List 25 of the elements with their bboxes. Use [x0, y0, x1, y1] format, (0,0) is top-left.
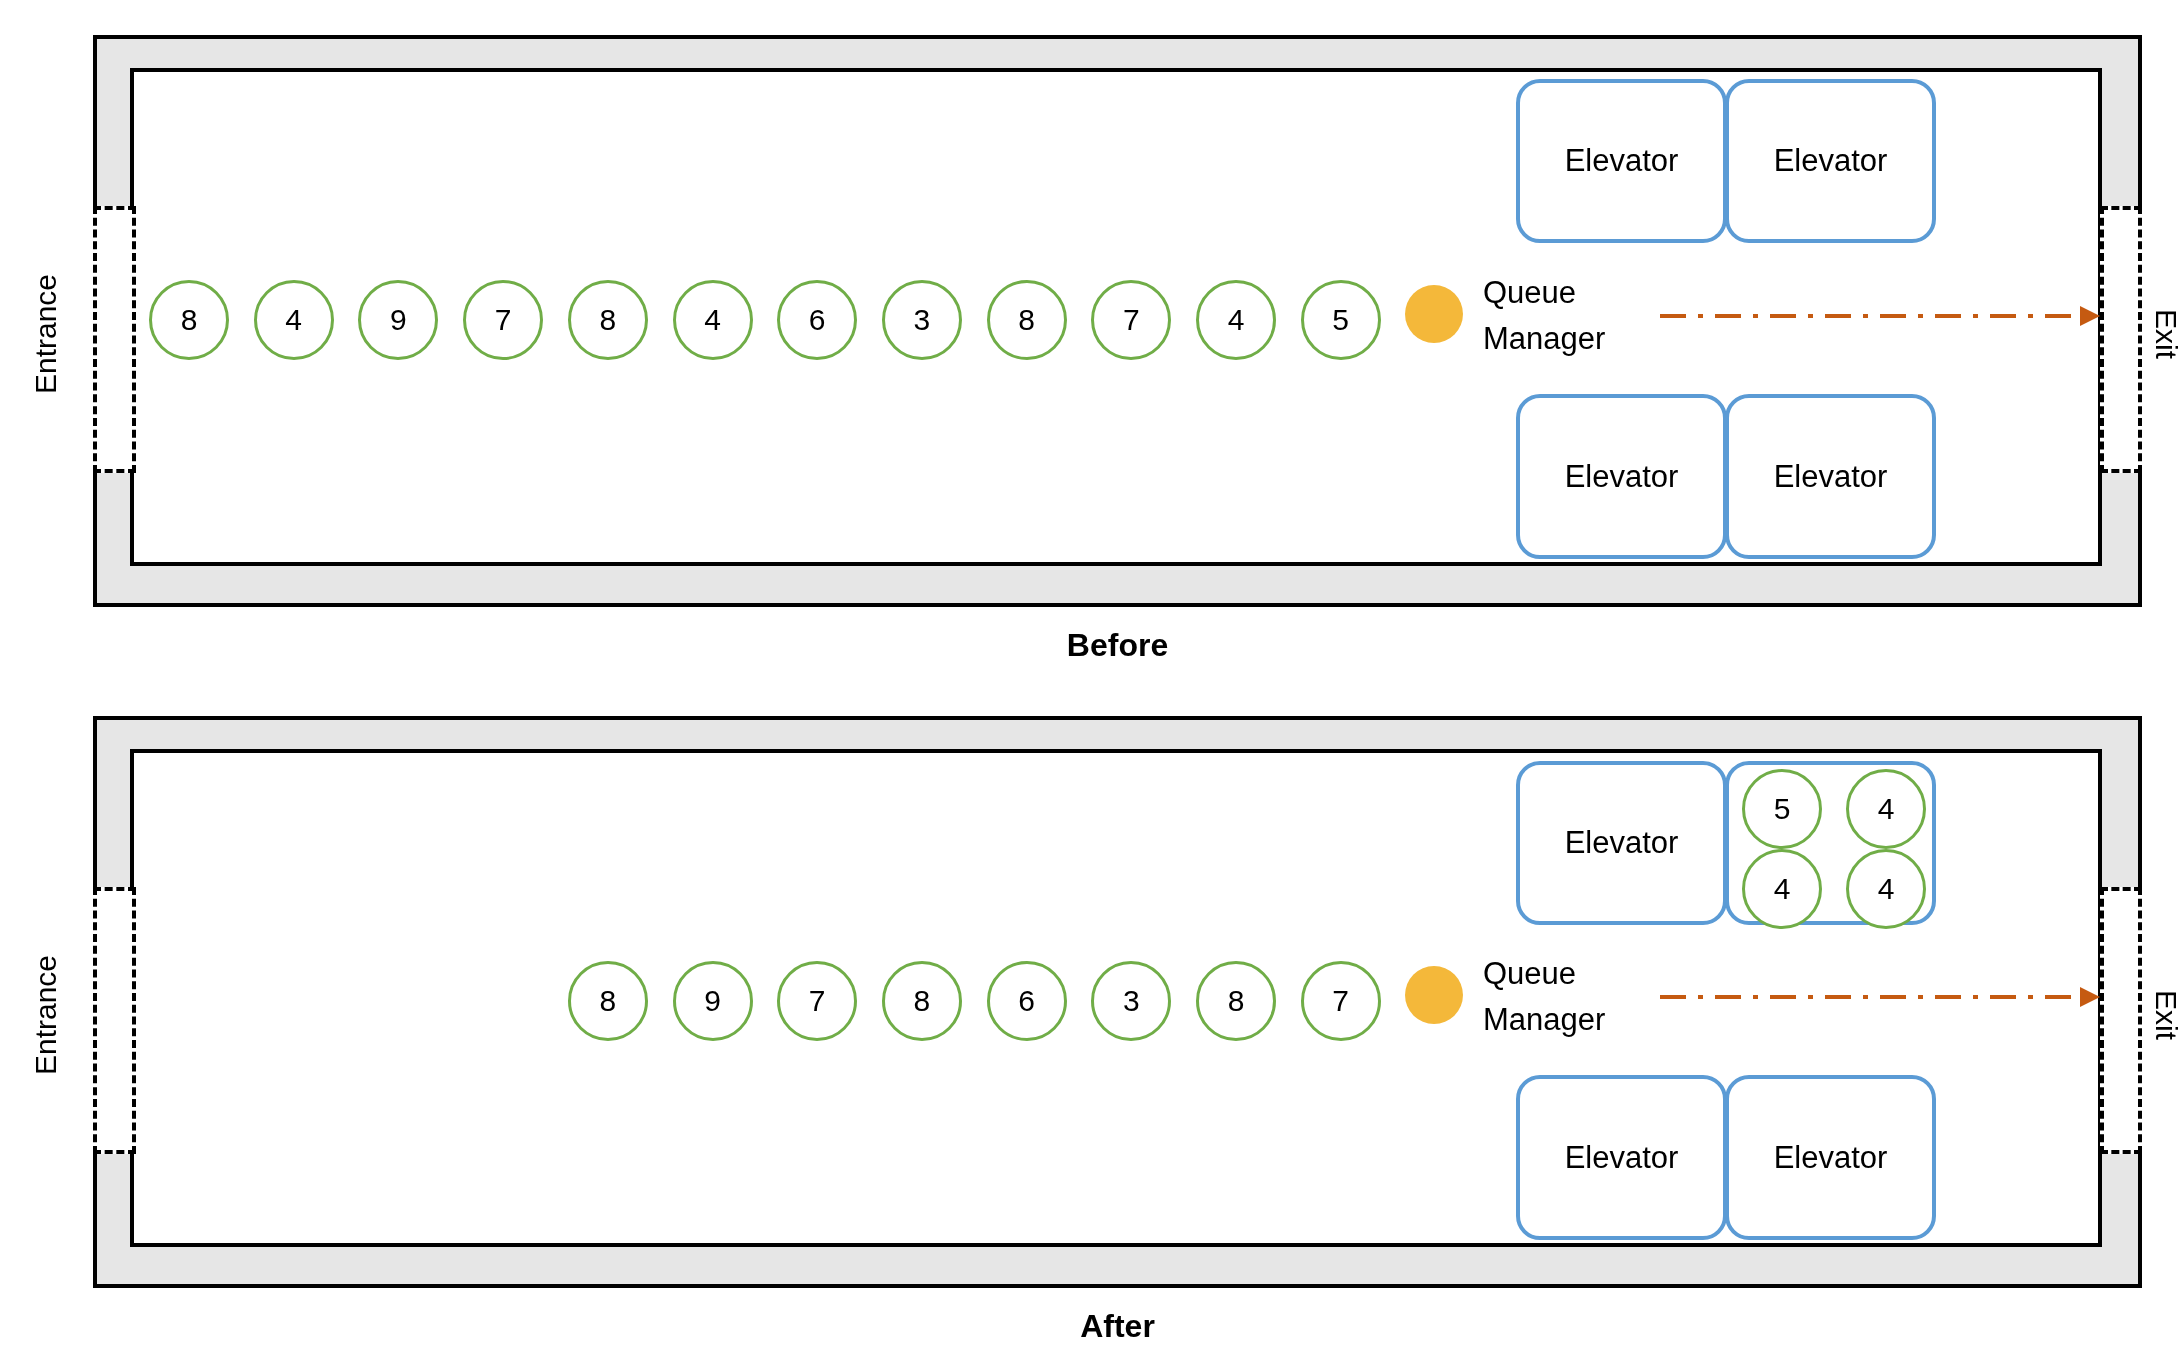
- doorway: [93, 206, 136, 473]
- person-circle: 5: [1742, 769, 1822, 849]
- elevator-box: Elevator: [1725, 394, 1936, 559]
- queue-manager-label: Queue Manager: [1483, 955, 1607, 1039]
- person-circle: 4: [1846, 849, 1926, 929]
- arrow: [1660, 987, 2100, 1007]
- elevator-box: Elevator: [1516, 761, 1727, 925]
- panel-caption: Before: [1065, 627, 1170, 665]
- panel-caption: After: [1079, 1308, 1156, 1346]
- doorway: [2100, 887, 2142, 1154]
- door-label: Entrance: [28, 272, 63, 397]
- door-label: Exit: [2149, 989, 2181, 1042]
- door-label: Entrance: [28, 953, 63, 1078]
- arrow: [1660, 306, 2100, 326]
- person-circle: 4: [1846, 769, 1926, 849]
- elevator-box: Elevator: [1516, 1075, 1727, 1240]
- elevator-box: Elevator: [1725, 79, 1936, 243]
- person-circle: 4: [1742, 849, 1822, 929]
- elevator-box: Elevator: [1516, 79, 1727, 243]
- doorway: [93, 887, 136, 1154]
- door-label: Exit: [2149, 308, 2181, 361]
- elevator-box: Elevator: [1516, 394, 1727, 559]
- queue-manager-label: Queue Manager: [1483, 274, 1607, 358]
- elevator-box: Elevator: [1725, 1075, 1936, 1240]
- doorway: [2100, 206, 2142, 473]
